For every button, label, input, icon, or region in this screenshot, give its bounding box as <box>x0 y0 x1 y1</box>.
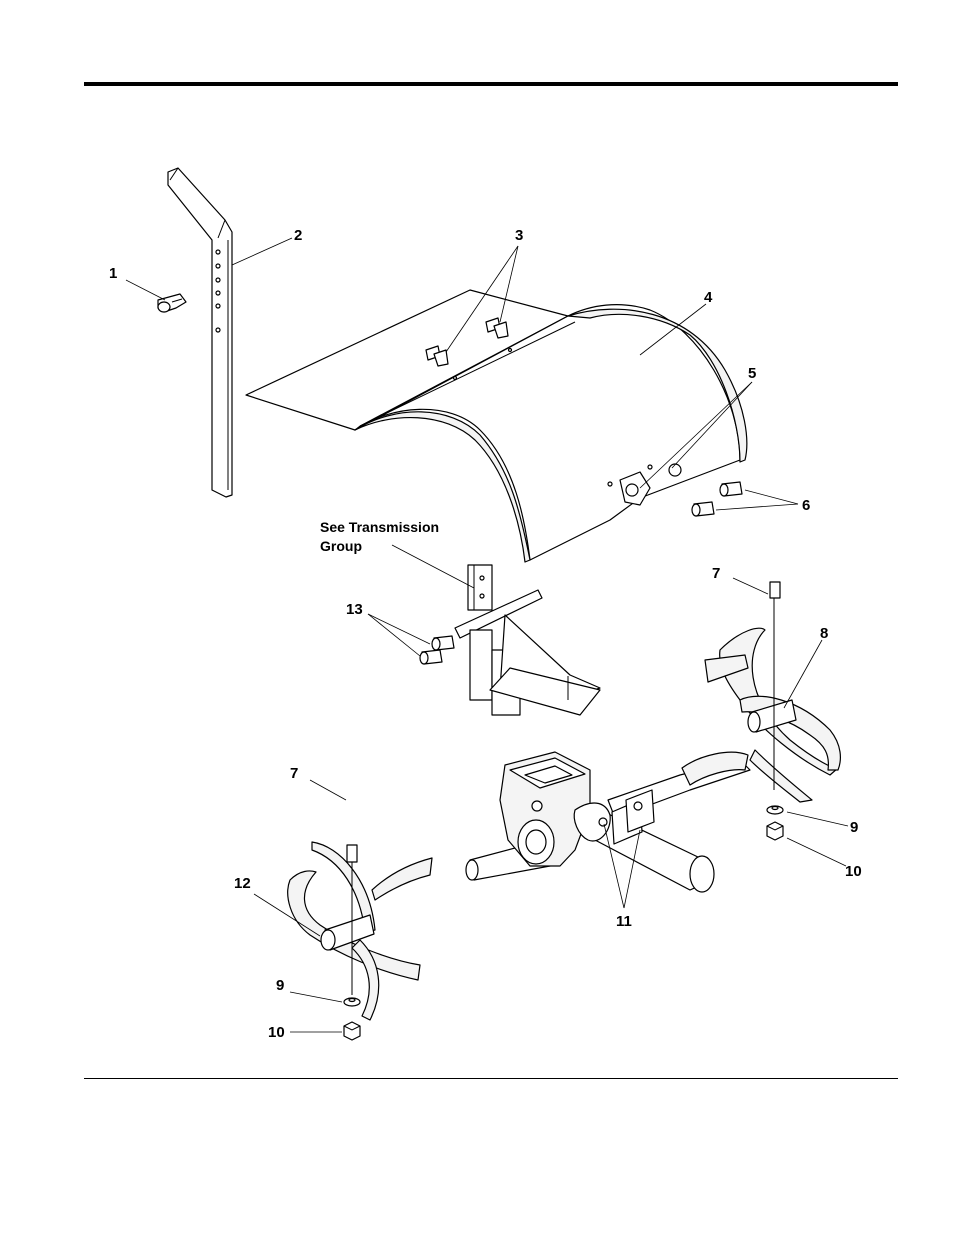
transmission-bracket-part <box>455 565 600 715</box>
callout-2: 2 <box>294 227 302 244</box>
left-tine-assembly-part <box>288 842 432 1020</box>
callout-7-right: 7 <box>712 565 720 582</box>
callout-1: 1 <box>109 265 117 282</box>
note-line-2: Group <box>320 538 362 554</box>
callout-7-left: 7 <box>290 765 298 782</box>
callout-11: 11 <box>616 913 632 930</box>
callout-9-right: 9 <box>850 819 858 836</box>
left-hardware-part <box>344 998 360 1040</box>
callout-5: 5 <box>748 365 756 382</box>
callout-10-right: 10 <box>845 863 862 880</box>
callout-10-left: 10 <box>268 1024 285 1041</box>
callout-13: 13 <box>346 601 363 618</box>
right-hardware-part <box>767 806 783 840</box>
callout-6: 6 <box>802 497 810 514</box>
gearbox-part <box>500 752 610 866</box>
callout-8: 8 <box>820 625 828 642</box>
callout-9-left: 9 <box>276 977 284 994</box>
callout-3: 3 <box>515 227 523 244</box>
shield-side-bolt-part <box>692 482 742 516</box>
hitch-pin-part <box>158 294 186 312</box>
callout-12: 12 <box>234 875 251 892</box>
note-line-1: See Transmission <box>320 519 439 535</box>
bracket-bolt-part <box>420 636 454 664</box>
right-tine-assembly-part <box>682 582 840 802</box>
callout-4: 4 <box>704 289 713 306</box>
depth-bar-part <box>168 168 232 497</box>
